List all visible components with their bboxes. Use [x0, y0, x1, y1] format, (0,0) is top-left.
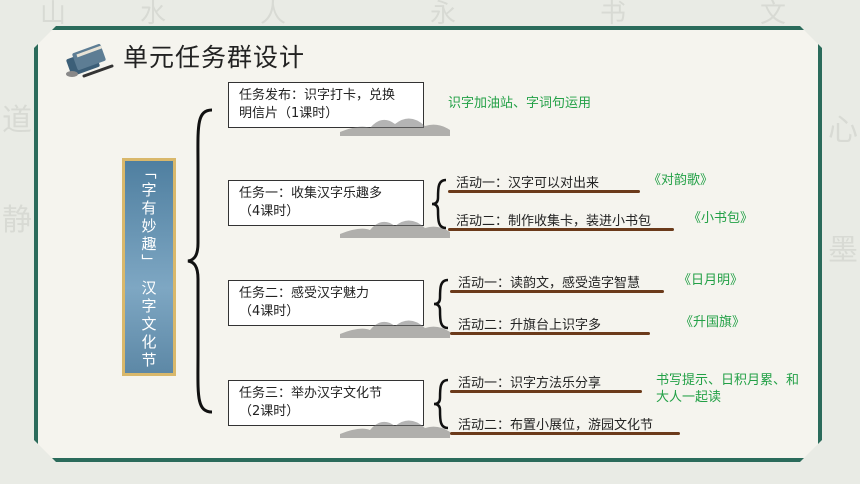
- underline: [450, 290, 664, 293]
- task-three-box: 任务三：举办汉字文化节 （2课时）: [228, 380, 424, 426]
- main-theme-label: 「字有妙趣」 汉字文化节: [122, 158, 176, 376]
- svg-text:文: 文: [760, 0, 786, 29]
- underline: [450, 332, 650, 335]
- task-publish-box: 任务发布：识字打卡，兑换 明信片（1课时）: [228, 82, 424, 128]
- task-three-activity-one: 活动一：识字方法乐分享: [458, 376, 602, 391]
- task-one-activity-one: 活动一：汉字可以对出来: [456, 176, 600, 191]
- underline: [448, 190, 640, 193]
- task-publish-note: 识字加油站、字词句运用: [448, 96, 592, 111]
- ink-mountain-2: [340, 220, 450, 238]
- text-duiyunge: 《对韵歌》: [648, 173, 714, 188]
- task-one-activity-two: 活动二：制作收集卡，装进小书包: [456, 214, 652, 229]
- underline: [450, 432, 680, 435]
- ink-mountain-3: [340, 320, 450, 338]
- ink-mountain-1: [340, 118, 450, 136]
- text-riyueming: 《日月明》: [678, 273, 744, 288]
- svg-text:道: 道: [2, 103, 32, 138]
- main-brace: [187, 108, 213, 414]
- books-brush-icon: [66, 43, 114, 78]
- brace-task-two: [433, 278, 449, 330]
- brace-task-one: [431, 178, 447, 230]
- page-title: 单元任务群设计: [123, 43, 306, 72]
- task-one-box: 任务一：收集汉字乐趣多 （4课时）: [228, 180, 424, 226]
- svg-text:墨: 墨: [828, 233, 858, 268]
- text-shengguoqi: 《升国旗》: [680, 315, 746, 330]
- svg-text:静: 静: [2, 203, 32, 238]
- svg-text:心: 心: [828, 113, 858, 148]
- text-shuxie-tishi: 书写提示、日积月累、和 大人一起读: [656, 373, 800, 405]
- underline: [450, 390, 642, 393]
- task-two-activity-two: 活动二：升旗台上识字多: [458, 318, 602, 333]
- svg-text:水: 水: [140, 0, 166, 29]
- brace-task-three: [433, 378, 449, 430]
- task-two-box: 任务二：感受汉字魅力 （4课时）: [228, 280, 424, 326]
- ink-mountain-4: [340, 420, 450, 438]
- svg-text:书: 书: [600, 0, 626, 29]
- underline: [448, 228, 674, 231]
- task-two-activity-one: 活动一：读韵文，感受造字智慧: [458, 276, 641, 291]
- svg-text:人: 人: [260, 0, 286, 29]
- svg-text:永: 永: [430, 0, 456, 29]
- svg-text:山: 山: [40, 0, 66, 29]
- task-three-activity-two: 活动二：布置小展位，游园文化节: [458, 418, 654, 433]
- text-xiaoshubao: 《小书包》: [688, 211, 754, 226]
